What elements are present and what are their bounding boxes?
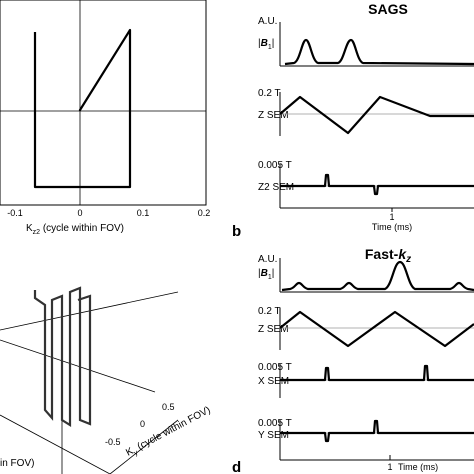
panel-c-floor-edge — [0, 414, 111, 474]
panel-b-time-label: Time (ms) — [372, 222, 412, 232]
panel-c-axis-2 — [0, 339, 156, 393]
panel-b-row3-unit: 0.005 T — [258, 160, 292, 171]
panel-d-row2-name: Z SEM — [258, 324, 289, 335]
panel-d-time-label: Time (ms) — [398, 462, 438, 472]
panel-b-rf-trace — [284, 38, 474, 66]
panel-b-row2-name: Z SEM — [258, 110, 289, 121]
panel-d-row4-unit: 0.005 T — [258, 418, 292, 429]
panel-a-frame — [0, 0, 207, 206]
panel-c-tick-3: -0.5 — [105, 437, 121, 447]
panel-d-y-trace — [280, 419, 474, 443]
panel-c-ylabel: Ky (cycle within FOV) — [124, 405, 213, 461]
panel-a-tick-1: -0.1 — [7, 208, 23, 218]
panel-b-letter: b — [232, 223, 241, 240]
panel-d-letter: d — [232, 459, 241, 474]
panel-b-z2-trace — [280, 173, 474, 196]
panel-b-row3-name: Z2 SEM — [258, 182, 294, 193]
panel-c-ky-axis-edge — [109, 419, 179, 474]
panel-d-row1-name: |B1| — [258, 268, 274, 281]
panel-c-trajectory — [33, 286, 92, 427]
panel-d-row3-unit: 0.005 T — [258, 362, 292, 373]
panel-b-z-trace — [279, 95, 474, 135]
panel-a-tick-3: 0.1 — [137, 208, 150, 218]
panel-d: Fast-kz A.U. |B1| 0.2 T Z SEM 0.005 T X … — [232, 246, 474, 474]
panel-a: -0.1 0 0.1 0.2 Kz2 (cycle within FOV) — [0, 0, 210, 236]
panel-c-xlabel: in FOV) — [0, 458, 34, 469]
panel-a-tick-4: 0.2 — [198, 208, 211, 218]
panel-a-tick-2: 0 — [77, 208, 82, 218]
panel-c-tick-2: 0 — [140, 419, 145, 429]
panel-d-row2-unit: 0.2 T — [258, 306, 281, 317]
panel-d-x-trace — [280, 364, 474, 382]
panel-d-z-trace — [279, 310, 474, 348]
panel-b-title: SAGS — [368, 1, 408, 17]
panel-c: 0.5 0 -0.5 in FOV) Ky (cycle within FOV) — [0, 286, 213, 474]
panel-b-row2-unit: 0.2 T — [258, 88, 281, 99]
panel-c-tick-1: 0.5 — [162, 402, 175, 412]
panel-a-trajectory — [33, 28, 132, 189]
panel-d-rf-trace — [281, 260, 474, 292]
panel-b: SAGS A.U. |B1| 0.2 T Z SEM 0.005 T Z2 SE… — [232, 1, 474, 240]
panel-a-xlabel: Kz2 (cycle within FOV) — [26, 223, 124, 236]
panel-d-time-tick: 1 — [387, 462, 392, 472]
panel-d-row3-name: X SEM — [258, 376, 289, 387]
panel-d-row1-unit: A.U. — [258, 254, 277, 265]
panel-b-row1-name: |B1| — [258, 38, 274, 51]
panel-b-row1-unit: A.U. — [258, 16, 277, 27]
panel-b-time-tick: 1 — [389, 212, 394, 222]
panel-d-title: Fast-kz — [365, 246, 411, 265]
panel-d-row4-name: Y SEM — [258, 430, 289, 441]
